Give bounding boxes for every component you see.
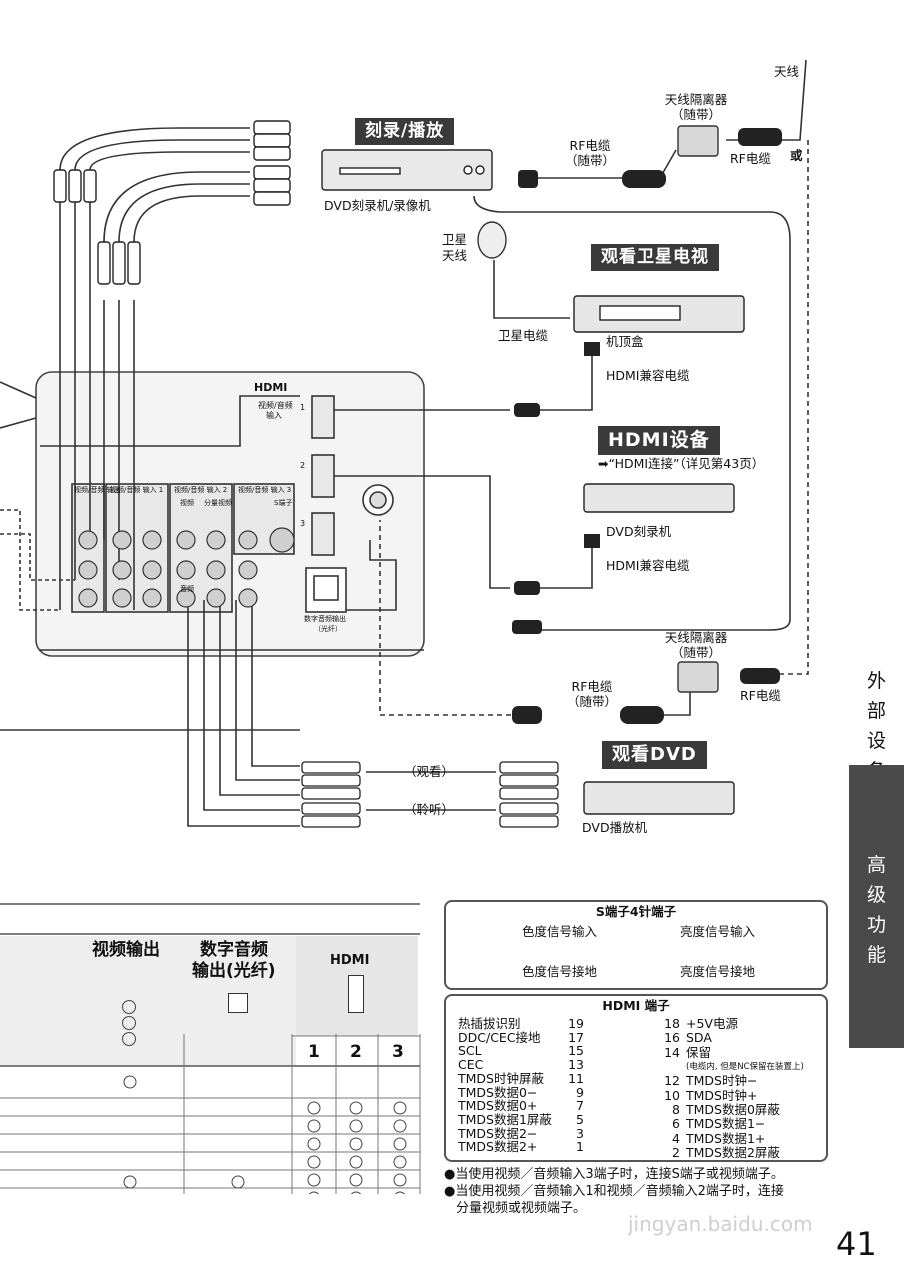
- label-antenna: 天线: [774, 64, 800, 79]
- panel-digital-audio-out: 数字音频输出: [304, 615, 346, 623]
- label-rf-included-1: （随带）: [564, 153, 616, 168]
- hdmi-reserved-note: (电缆内, 但是NC保留在装置上): [686, 1062, 804, 1073]
- panel-optical: （光纤）: [314, 625, 342, 633]
- panel-audio: 音频: [180, 585, 194, 593]
- panel-in3-label: 视频/音频 输入 3: [238, 486, 292, 494]
- label-watch: （观看）: [404, 764, 455, 779]
- side-tab-advanced: 高 级 功 能: [849, 765, 904, 1048]
- label-satellite-antenna-2: 天线: [442, 248, 468, 263]
- table-video-jack-icon: [122, 1000, 136, 1046]
- table-digital-audio-1: 数字音频: [200, 940, 268, 960]
- table-video-out: 视频输出: [92, 940, 160, 960]
- s-terminal-luma-gnd: 亮度信号接地: [680, 964, 756, 979]
- hdmi-pin-box: [444, 994, 828, 1162]
- label-rf-cable-1: RF电缆: [569, 138, 611, 153]
- label-satellite-antenna: 卫星: [442, 232, 468, 247]
- header-satellite: 观看卫星电视: [591, 244, 719, 271]
- label-rf-cable-4: RF电缆: [740, 688, 781, 703]
- label-dvd-recorder: DVD刻录机: [606, 524, 672, 539]
- label-hdmi-connect-ref: ➡“HDMI连接”（详见第43页）: [598, 456, 765, 471]
- label-included-2: （随带）: [670, 645, 722, 660]
- dvd-recorder-device: [583, 483, 735, 513]
- s-terminal-luma-in: 亮度信号输入: [680, 924, 756, 939]
- label-satellite-cable: 卫星电缆: [498, 328, 549, 343]
- table-hdmi-port-1: 1: [308, 1042, 320, 1062]
- s-terminal-title: S端子4针端子: [595, 904, 677, 919]
- panel-port-3: 3: [300, 519, 306, 528]
- satellite-dish: [477, 221, 507, 259]
- page-number: 41: [836, 1225, 877, 1263]
- hdmi-pin-title: HDMI 端子: [602, 998, 670, 1013]
- table-hdmi-port-3: 3: [392, 1042, 404, 1062]
- panel-in2-label: 视频/音频 输入 2: [174, 486, 228, 494]
- label-rf-cable-2: RF电缆: [730, 151, 771, 166]
- dvd-player-device: [583, 781, 735, 815]
- panel-out-label: 视频/音频 输出: [74, 486, 121, 494]
- panel-s-terminal: S端子: [274, 499, 293, 507]
- label-dvd-player: DVD播放机: [582, 820, 648, 835]
- label-antenna-separator-2: 天线隔离器: [664, 630, 728, 645]
- table-digital-audio-2: 输出(光纤): [192, 961, 276, 981]
- label-listen: （聆听）: [404, 802, 455, 817]
- label-hdmi-cable-2: HDMI兼容电缆: [606, 558, 690, 573]
- header-watch-dvd: 观看DVD: [602, 741, 707, 769]
- s-terminal-chroma-in: 色度信号输入: [522, 924, 598, 939]
- table-optical-icon: [228, 993, 248, 1013]
- label-or: 或: [790, 148, 803, 163]
- watermark: jingyan.baidu.com: [628, 1212, 813, 1236]
- table-hdmi-icon: [348, 975, 364, 1013]
- compatibility-table: [0, 1034, 421, 1194]
- panel-av-input: 视频/音频: [258, 401, 293, 410]
- label-included-1: （随带）: [670, 107, 722, 122]
- panel-av-input-2: 输入: [266, 411, 282, 420]
- panel-port-2: 2: [300, 461, 306, 470]
- s-terminal-chroma-gnd: 色度信号接地: [522, 964, 598, 979]
- label-rf-included-3: （随带）: [566, 694, 618, 709]
- label-rf-cable-3: RF电缆: [571, 679, 613, 694]
- label-antenna-separator-1: 天线隔离器: [664, 92, 728, 107]
- table-hdmi: HDMI: [330, 953, 370, 968]
- notes: ●当使用视频／音频输入3端子时，连接S端子或视频端子。 ●当使用视频／音频输入1…: [444, 1167, 784, 1216]
- panel-video: 视频: [180, 499, 194, 507]
- panel-in1-label: 视频/音频 输入 1: [110, 486, 164, 494]
- label-dvd-vcr: DVD刻录机/录像机: [324, 198, 431, 213]
- label-hdmi-cable-1: HDMI兼容电缆: [606, 368, 690, 383]
- table-hdmi-port-2: 2: [350, 1042, 362, 1062]
- s-terminal-box: [444, 900, 828, 990]
- header-record-play: 刻录/播放: [355, 118, 455, 145]
- panel-hdmi-logo: HDMI: [254, 381, 288, 394]
- panel-component: 分量视频: [204, 499, 232, 507]
- label-set-top-box: 机顶盒: [606, 334, 644, 349]
- header-hdmi-device: HDMI设备: [598, 426, 720, 455]
- dvd-vcr-device: [321, 149, 493, 191]
- panel-port-1: 1: [300, 403, 306, 412]
